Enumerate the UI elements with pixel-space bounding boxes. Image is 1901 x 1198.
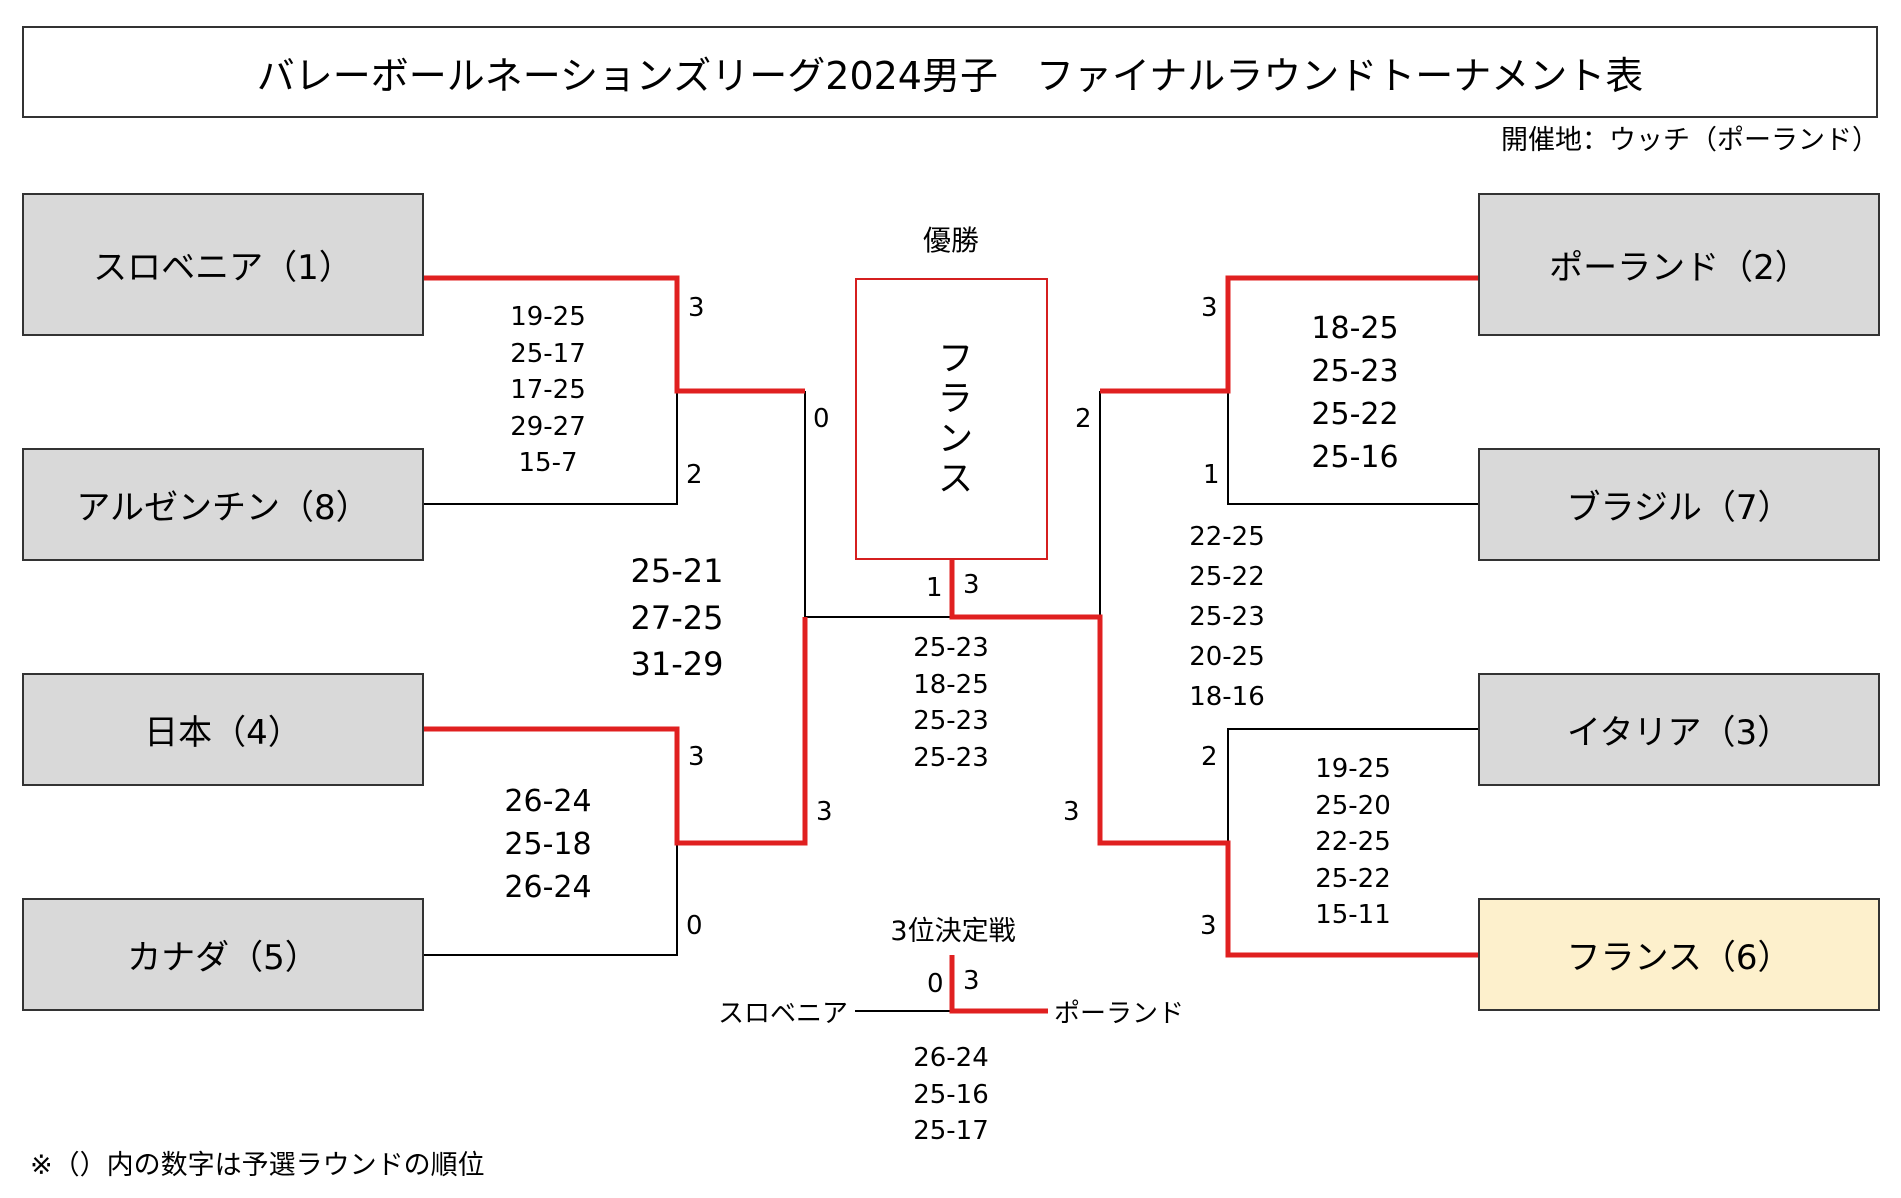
score-set-3: 31-29 bbox=[630, 645, 724, 683]
line-italy bbox=[1227, 728, 1478, 843]
sets-semi-right-top: 2 bbox=[1075, 404, 1092, 434]
scores-semi-right: 22-25 25-22 25-23 20-25 18-16 bbox=[1189, 517, 1265, 717]
champion-name: フランス bbox=[931, 339, 973, 499]
title-box: バレーボールネーションズリーグ2024男子 ファイナルラウンドトーナメント表 bbox=[22, 26, 1878, 118]
sets-poland: 3 bbox=[1201, 293, 1218, 323]
page-title: バレーボールネーションズリーグ2024男子 ファイナルラウンドトーナメント表 bbox=[256, 53, 1644, 98]
scores-third-place: 26-24 25-16 25-17 bbox=[913, 1040, 989, 1150]
score-set-5: 18-16 bbox=[1189, 682, 1265, 712]
scores-italy-france: 19-25 25-20 22-25 25-22 15-11 bbox=[1315, 751, 1391, 934]
team-italy: イタリア（3） bbox=[1478, 673, 1880, 786]
team-canada: カナダ（5） bbox=[22, 898, 424, 1011]
win-line-slovenia bbox=[423, 275, 805, 394]
score-set-2: 18-25 bbox=[913, 669, 989, 700]
footnote: ※（）内の数字は予選ラウンドの順位 bbox=[30, 1150, 485, 1181]
score-set-3: 25-22 bbox=[1311, 397, 1399, 432]
score-set-1: 19-25 bbox=[510, 302, 586, 332]
team-japan-label: 日本（4） bbox=[144, 713, 302, 753]
score-set-4: 25-22 bbox=[1315, 863, 1391, 894]
win-line-japan bbox=[423, 617, 808, 846]
team-poland: ポーランド（2） bbox=[1478, 193, 1880, 336]
sets-semi-left-top: 0 bbox=[813, 404, 830, 434]
third-place-right-team: ポーランド bbox=[1054, 999, 1185, 1029]
line-argentina bbox=[423, 391, 678, 505]
score-set-2: 25-20 bbox=[1315, 790, 1391, 821]
sets-final-right: 3 bbox=[963, 570, 980, 600]
champion-label: 優勝 bbox=[922, 224, 980, 257]
score-set-1: 25-23 bbox=[913, 633, 989, 663]
team-france: フランス（6） bbox=[1478, 898, 1880, 1011]
score-set-3: 26-24 bbox=[504, 870, 592, 905]
score-set-4: 29-27 bbox=[510, 411, 586, 442]
score-set-5: 15-11 bbox=[1315, 900, 1391, 930]
team-japan: 日本（4） bbox=[22, 673, 424, 786]
score-set-1: 26-24 bbox=[913, 1043, 989, 1073]
win-line-third bbox=[949, 955, 1048, 1014]
scores-slovenia-argentina: 19-25 25-17 17-25 29-27 15-7 bbox=[510, 299, 586, 482]
score-set-1: 19-25 bbox=[1315, 754, 1391, 784]
sets-france: 3 bbox=[1200, 911, 1217, 941]
score-set-1: 25-21 bbox=[630, 552, 724, 590]
score-set-1: 22-25 bbox=[1189, 522, 1265, 552]
sets-semi-right-bottom: 3 bbox=[1063, 797, 1080, 827]
team-brazil: ブラジル（7） bbox=[1478, 448, 1880, 561]
score-set-3: 25-23 bbox=[1189, 602, 1265, 632]
third-place-left-team: スロベニア bbox=[718, 999, 849, 1029]
team-argentina: アルゼンチン（8） bbox=[22, 448, 424, 561]
champion-box: フランス bbox=[855, 278, 1048, 560]
sets-italy: 2 bbox=[1201, 742, 1218, 772]
score-set-3: 25-17 bbox=[913, 1116, 989, 1146]
score-set-2: 25-22 bbox=[1189, 562, 1265, 592]
score-set-4: 25-16 bbox=[1311, 440, 1399, 475]
team-poland-label: ポーランド（2） bbox=[1549, 248, 1809, 288]
score-set-5: 15-7 bbox=[518, 448, 578, 478]
scores-final: 25-23 18-25 25-23 25-23 bbox=[913, 630, 989, 776]
line-brazil bbox=[1227, 391, 1478, 505]
sets-third-right: 3 bbox=[963, 966, 980, 996]
score-set-3: 22-25 bbox=[1315, 827, 1391, 857]
sets-brazil: 1 bbox=[1203, 460, 1220, 490]
score-set-2: 25-18 bbox=[504, 827, 592, 862]
line-canada bbox=[423, 843, 678, 956]
win-line-france bbox=[949, 560, 1478, 958]
team-france-label: フランス（6） bbox=[1566, 938, 1792, 978]
third-place-title: 3位決定戦 bbox=[890, 916, 1016, 947]
team-brazil-label: ブラジル（7） bbox=[1566, 488, 1792, 528]
score-set-3: 17-25 bbox=[510, 375, 586, 405]
score-set-2: 25-16 bbox=[913, 1079, 989, 1110]
sets-japan: 3 bbox=[688, 742, 705, 772]
sets-semi-left-bottom: 3 bbox=[816, 797, 833, 827]
sets-third-left: 0 bbox=[927, 969, 944, 999]
score-set-1: 26-24 bbox=[504, 784, 592, 819]
scores-semi-left: 25-21 27-25 31-29 bbox=[631, 548, 724, 688]
score-set-4: 25-23 bbox=[913, 742, 989, 773]
score-set-1: 18-25 bbox=[1311, 311, 1399, 346]
sets-slovenia: 3 bbox=[688, 293, 705, 323]
win-line-poland bbox=[1100, 275, 1478, 394]
team-slovenia: スロベニア（1） bbox=[22, 193, 424, 336]
score-set-4: 20-25 bbox=[1189, 642, 1265, 672]
score-set-3: 25-23 bbox=[913, 706, 989, 736]
team-canada-label: カナダ（5） bbox=[127, 938, 319, 978]
team-argentina-label: アルゼンチン（8） bbox=[76, 488, 370, 528]
score-set-2: 25-17 bbox=[510, 338, 586, 369]
score-set-2: 25-23 bbox=[1311, 354, 1399, 389]
team-slovenia-label: スロベニア（1） bbox=[93, 248, 353, 288]
team-italy-label: イタリア（3） bbox=[1566, 713, 1792, 753]
sets-canada: 0 bbox=[686, 911, 703, 941]
scores-poland-brazil: 18-25 25-23 25-22 25-16 bbox=[1311, 307, 1398, 479]
sets-argentina: 2 bbox=[686, 460, 703, 490]
sets-final-left: 1 bbox=[926, 573, 943, 603]
scores-japan-canada: 26-24 25-18 26-24 bbox=[504, 780, 591, 909]
score-set-2: 27-25 bbox=[630, 598, 724, 637]
venue-label: 開催地：ウッチ（ポーランド） bbox=[1501, 125, 1879, 156]
